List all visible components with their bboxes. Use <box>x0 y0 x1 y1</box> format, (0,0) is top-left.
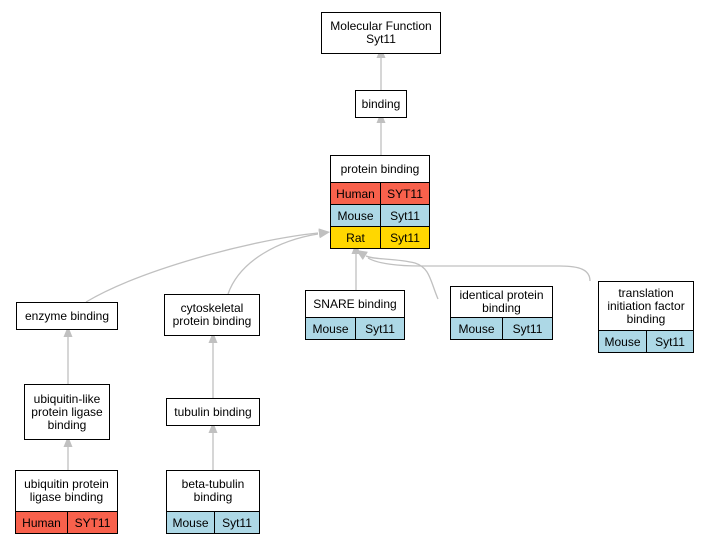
node-label: ubiquitin protein ligase binding <box>24 477 109 504</box>
edge-ubiquitin-like-protein-ligase-binding-to-enzyme-binding <box>63 326 73 384</box>
edge-line <box>365 255 439 300</box>
gene-name: Syt11 <box>380 227 429 248</box>
species-name: Mouse <box>172 515 209 530</box>
node-identical-protein-binding[interactable]: identical protein binding Mouse Syt11 <box>450 286 553 340</box>
node-label: SNARE binding <box>313 296 397 311</box>
gene-name: Syt11 <box>214 512 259 533</box>
species-name: Mouse <box>458 321 495 336</box>
gene-name: Syt11 <box>355 318 404 339</box>
species-name: Human <box>22 515 61 530</box>
species-row-rat: Rat Syt11 <box>331 226 429 248</box>
node-enzyme-binding[interactable]: enzyme binding <box>16 302 118 330</box>
edge-arrowhead <box>356 250 368 260</box>
node-beta-tubulin-binding[interactable]: beta-tubulin binding Mouse Syt11 <box>166 470 260 534</box>
node-label: Molecular Function Syt11 <box>330 19 432 46</box>
edge-arrowhead <box>318 229 330 239</box>
gene-name: Syt11 <box>502 318 552 339</box>
gene-name: Syt11 <box>646 331 693 352</box>
species-row-mouse: Mouse Syt11 <box>451 317 552 339</box>
node-label: beta-tubulin binding <box>181 477 245 504</box>
species-row-mouse: Mouse Syt11 <box>167 511 259 533</box>
edge-arrowhead <box>208 332 218 343</box>
species-row-human: Human SYT11 <box>16 511 117 533</box>
edge-arrowhead <box>63 436 73 447</box>
node-label: binding <box>361 96 401 111</box>
edge-arrowhead <box>63 326 73 337</box>
node-tubulin-binding[interactable]: tubulin binding <box>166 398 260 426</box>
species-row-human: Human SYT11 <box>331 182 429 204</box>
edge-protein-binding-to-binding <box>376 112 386 155</box>
node-label: cytoskeletal protein binding <box>172 301 252 328</box>
node-translation-initiation-factor-binding[interactable]: translation initiation factor binding Mo… <box>598 281 694 353</box>
species-name: Rat <box>346 230 365 245</box>
edge-arrowhead <box>208 422 218 433</box>
edge-line <box>227 233 319 295</box>
edge-tubulin-binding-to-cytoskeletal-protein-binding <box>208 332 218 398</box>
node-label: tubulin binding <box>174 404 252 419</box>
node-molecular-function[interactable]: Molecular Function Syt11 <box>321 12 441 54</box>
species-row-mouse: Mouse Syt11 <box>306 317 404 339</box>
species-name: Mouse <box>312 321 349 336</box>
gene-name: SYT11 <box>380 183 429 204</box>
node-ubiquitin-protein-ligase-binding[interactable]: ubiquitin protein ligase binding Human S… <box>15 470 118 534</box>
species-row-mouse: Mouse Syt11 <box>599 330 693 352</box>
node-binding[interactable]: binding <box>355 90 407 118</box>
gene-name: Syt11 <box>380 205 429 226</box>
node-label: identical protein binding <box>459 288 544 315</box>
node-label: protein binding <box>340 161 420 176</box>
species-name: Human <box>336 186 375 201</box>
node-label: enzyme binding <box>24 308 110 323</box>
node-snare-binding[interactable]: SNARE binding Mouse Syt11 <box>305 290 405 340</box>
edge-cytoskeletal-protein-binding-to-protein-binding <box>227 229 330 295</box>
species-name: Mouse <box>604 334 641 349</box>
edge-snare-binding-to-protein-binding <box>351 243 361 290</box>
edge-line <box>367 257 591 282</box>
node-ubiquitin-like-protein-ligase-binding[interactable]: ubiquitin-like protein ligase binding <box>24 384 110 440</box>
node-label: translation initiation factor binding <box>607 285 685 326</box>
edge-translation-initiation-factor-binding-to-protein-binding <box>356 250 591 282</box>
edge-line <box>85 232 319 303</box>
node-cytoskeletal-protein-binding[interactable]: cytoskeletal protein binding <box>164 294 260 336</box>
gene-name: SYT11 <box>67 512 117 533</box>
node-protein-binding[interactable]: protein binding Human SYT11 Mouse Syt11 … <box>330 155 430 249</box>
edge-beta-tubulin-binding-to-tubulin-binding <box>208 422 218 470</box>
species-name: Mouse <box>337 208 374 223</box>
edge-ubiquitin-protein-ligase-binding-to-ubiquitin-like-protein-ligase-binding <box>63 436 73 470</box>
species-row-mouse: Mouse Syt11 <box>331 204 429 226</box>
node-label: ubiquitin-like protein ligase binding <box>31 391 103 432</box>
